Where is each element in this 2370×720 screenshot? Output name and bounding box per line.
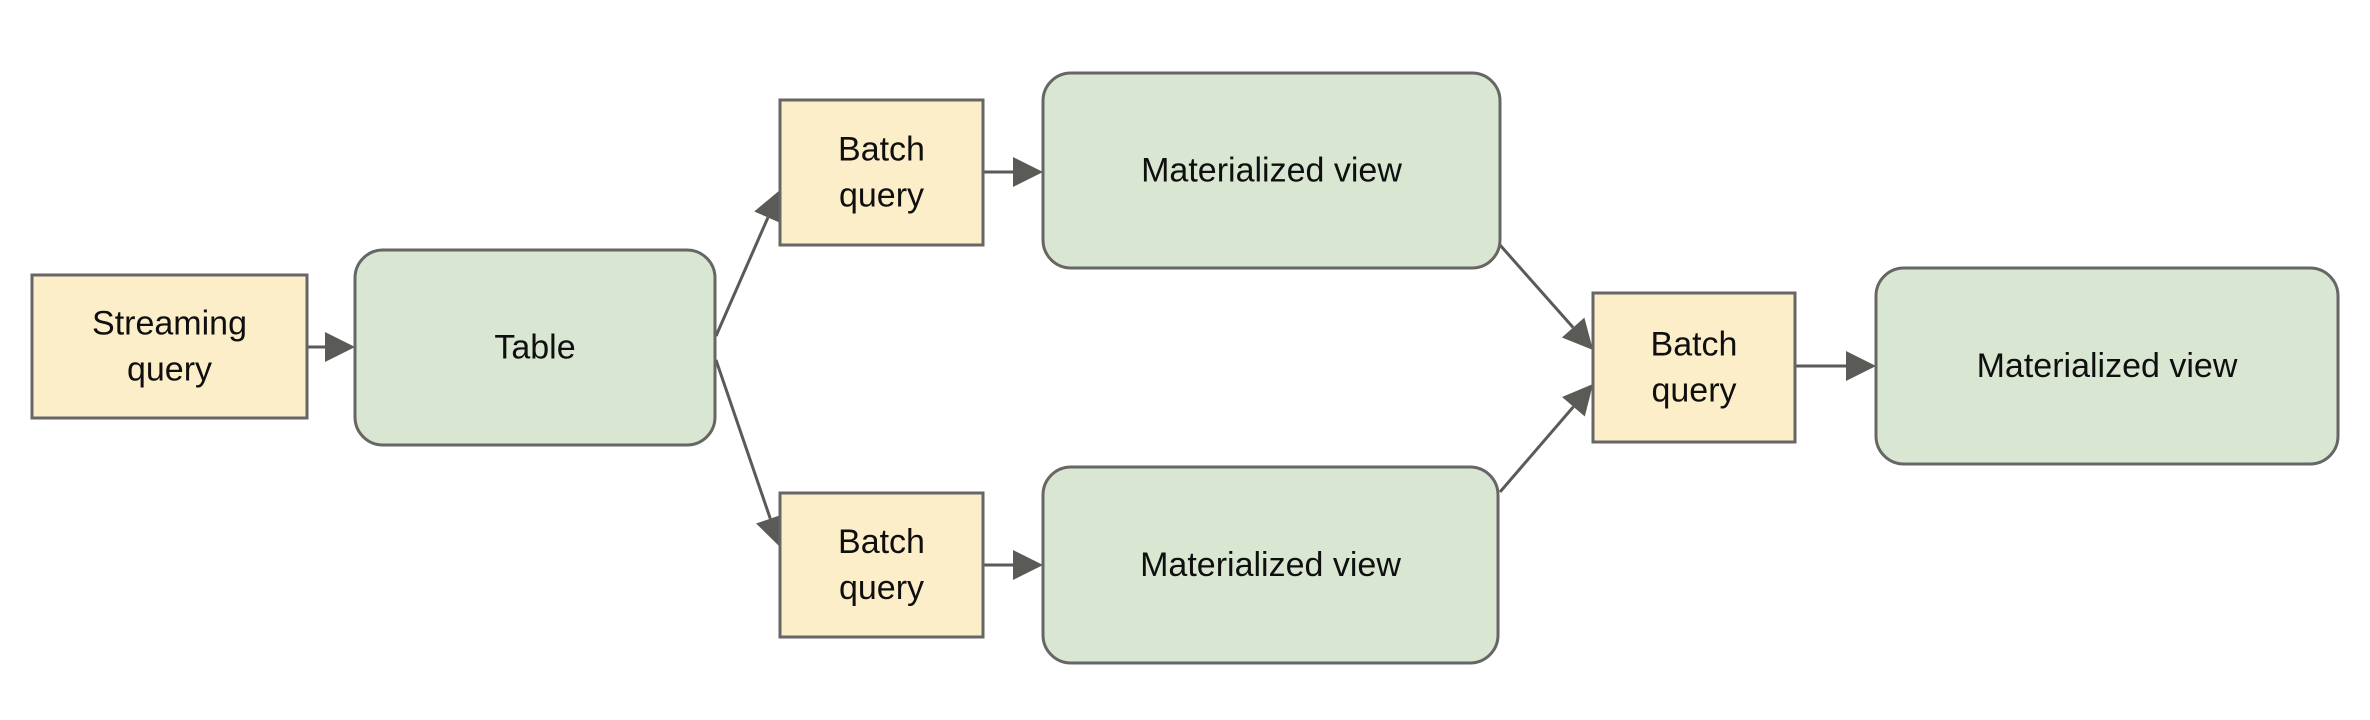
edge-batch-join-to-mv-final-arrowhead-icon (1846, 351, 1876, 381)
edge-batch-join-to-mv-final (1795, 351, 1876, 381)
node-materialized-view-bottom[interactable]: Materialized view (1041, 465, 1500, 665)
node-table-label: Table (494, 328, 575, 366)
node-streaming-query-label-line1: Streaming (92, 304, 247, 342)
node-batch-query-top-shape[interactable] (778, 98, 985, 247)
node-batch-query-bottom-label-line1: Batch (838, 523, 925, 561)
node-materialized-view-top-label: Materialized view (1141, 151, 1402, 189)
node-batch-query-join[interactable]: Batch query (1591, 291, 1797, 444)
edge-streaming-to-table-arrowhead-icon (325, 332, 355, 362)
node-batch-query-top-label-line1: Batch (838, 130, 925, 168)
edge-table-to-batch-top-arrowhead-icon (754, 190, 782, 224)
edge-table-to-batch-top (714, 190, 782, 337)
edge-mv-bottom-to-batch-join-arrowhead-icon (1562, 384, 1593, 417)
edge-mv-top-to-batch-join (1498, 244, 1593, 350)
node-batch-query-join-label-line2: query (1651, 371, 1736, 409)
edge-mv-bottom-to-batch-join (1498, 384, 1593, 493)
node-materialized-view-final[interactable]: Materialized view (1874, 266, 2340, 466)
edge-layer (307, 157, 1876, 580)
node-batch-query-top[interactable]: Batch query (778, 98, 985, 247)
edge-streaming-to-table (307, 332, 355, 362)
node-batch-query-bottom[interactable]: Batch query (778, 491, 985, 639)
edge-batch-bottom-to-mv-bottom-arrowhead-icon (1013, 550, 1043, 580)
edge-mv-top-to-batch-join-line (1498, 244, 1575, 329)
edge-table-to-batch-bottom-arrowhead-icon (756, 513, 785, 547)
node-batch-query-bottom-label-line2: query (839, 569, 924, 607)
node-streaming-query[interactable]: Streaming query (30, 273, 309, 420)
node-table-shape[interactable] (353, 248, 717, 447)
edge-batch-top-to-mv-top-arrowhead-icon (1013, 157, 1043, 187)
node-materialized-view-final-label: Materialized view (1977, 347, 2238, 385)
edge-batch-bottom-to-mv-bottom (983, 550, 1043, 580)
node-batch-query-join-shape[interactable] (1591, 291, 1797, 444)
edge-table-to-batch-bottom-line (714, 359, 772, 520)
node-materialized-view-top[interactable]: Materialized view (1041, 71, 1502, 270)
node-layer: StreamingqueryTableBatchqueryMaterialize… (30, 71, 2340, 665)
edge-table-to-batch-bottom (714, 359, 785, 547)
node-batch-query-top-label-line2: query (839, 176, 924, 214)
edge-batch-top-to-mv-top (983, 157, 1043, 187)
node-materialized-view-bottom-label: Materialized view (1140, 546, 1401, 584)
node-streaming-query-label-line2: query (127, 350, 212, 388)
edge-mv-top-to-batch-join-arrowhead-icon (1561, 317, 1593, 350)
edge-mv-bottom-to-batch-join-line (1498, 405, 1575, 493)
node-streaming-query-shape[interactable] (30, 273, 309, 420)
node-batch-query-bottom-shape[interactable] (778, 491, 985, 639)
edge-table-to-batch-top-line (714, 216, 770, 337)
node-table[interactable]: Table (353, 248, 717, 447)
node-materialized-view-bottom-shape[interactable] (1041, 465, 1500, 665)
node-materialized-view-final-shape[interactable] (1874, 266, 2340, 466)
node-materialized-view-top-shape[interactable] (1041, 71, 1502, 270)
node-batch-query-join-label-line1: Batch (1651, 325, 1738, 363)
